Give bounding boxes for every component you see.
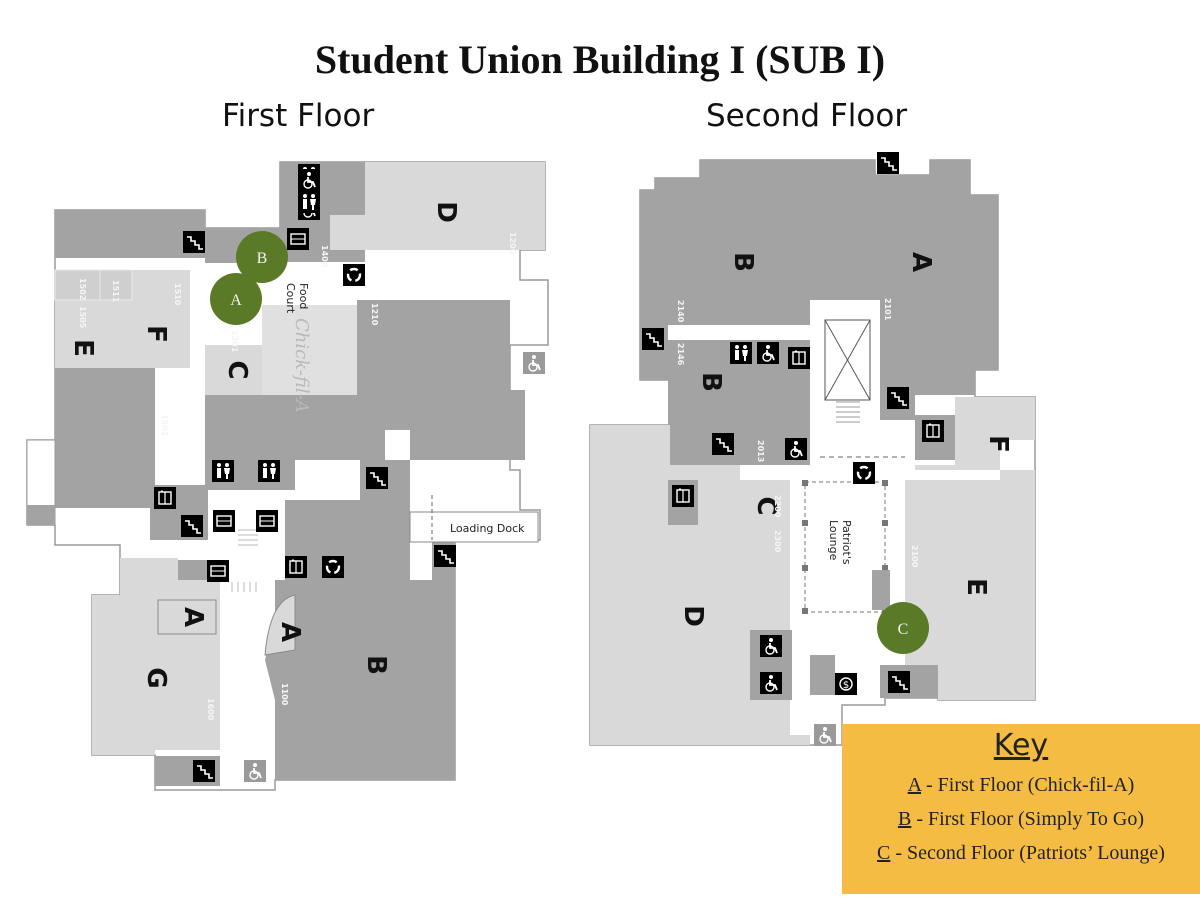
key-entry-a: A - First Floor (Chick-fil-A) <box>907 774 1135 796</box>
room-label-D: D <box>678 605 708 627</box>
room-number: 1100 <box>280 683 289 706</box>
recycling-icon <box>851 460 877 486</box>
marker-a: A <box>210 273 262 325</box>
stairs-icon <box>180 514 204 538</box>
recycling-icon <box>341 262 367 288</box>
accessible-icon <box>784 437 808 461</box>
key-title: Key <box>993 728 1049 763</box>
stairs-icon <box>182 230 206 254</box>
elevator-icon <box>284 555 308 579</box>
key-entry-c: C - Second Floor (Patriots’ Lounge) <box>877 842 1165 864</box>
room-number: 1201 <box>230 330 239 353</box>
loading-dock-label: Loading Dock <box>450 522 525 535</box>
accessible-icon <box>756 341 780 365</box>
room-number: 2140 <box>676 300 685 323</box>
room-label-F: F <box>141 325 171 343</box>
elevator-icon <box>671 484 695 508</box>
room-label-A-left: A <box>178 607 208 627</box>
first-floor-label: First Floor <box>222 98 375 134</box>
accessible-icon <box>759 634 783 658</box>
room-number: 1501 <box>160 414 169 437</box>
elevator-icon <box>921 419 945 443</box>
room-number: 1510 <box>173 283 182 306</box>
room-label-E: E <box>961 578 991 596</box>
page-title: Student Union Building I (SUB I) <box>314 37 886 82</box>
room-number: 1600 <box>206 698 215 721</box>
room-label-A: A <box>906 252 936 272</box>
atm-icon <box>834 672 858 696</box>
chick-fil-a-logo: Chick-fil-A <box>291 318 312 413</box>
room-label-D: D <box>431 201 461 223</box>
room-number: 1511 <box>111 280 120 303</box>
vending-icon <box>255 509 279 533</box>
restroom-icon <box>258 460 280 482</box>
lounge-label-1: Patriot's <box>840 520 853 565</box>
room-label-B-top: B <box>728 252 758 272</box>
elevator-icon <box>153 486 177 510</box>
lounge-label-2: Lounge <box>827 520 840 561</box>
recycling-icon <box>320 554 346 580</box>
room-number: 1200 <box>508 232 517 255</box>
stairs-icon <box>711 432 735 456</box>
svg-text:C: C <box>898 621 909 638</box>
vending-icon <box>212 509 236 533</box>
accessible-icon <box>759 671 783 695</box>
vending-icon <box>286 227 310 251</box>
room-label-B: B <box>361 655 391 675</box>
food-court-label-2: Court <box>284 283 297 314</box>
accessible-icon <box>813 723 837 747</box>
stairs-icon <box>365 466 389 490</box>
stairs-icon <box>876 151 900 175</box>
room-number: 1505 <box>78 306 87 329</box>
room-number: 2100 <box>910 545 919 568</box>
marker-b: B <box>236 231 288 283</box>
accessible-icon <box>243 759 267 783</box>
svg-text:A: A <box>230 292 242 309</box>
room-number: 1502 <box>78 278 87 300</box>
room-number: 2146 <box>676 343 685 366</box>
room-number: 2101 <box>883 298 892 321</box>
key-entry-b: B - First Floor (Simply To Go) <box>897 808 1145 830</box>
first-floor-plan: D E F C A A G B 1400 1200 1510 1511 1502… <box>26 161 549 791</box>
second-floor-plan: B A B F C D E 2140 2101 2146 2013 2200 2… <box>589 151 1036 747</box>
room-label-C: C <box>222 360 252 379</box>
stairs-icon <box>192 759 216 783</box>
room-number: 1400 <box>320 245 329 268</box>
stairs-icon <box>641 327 665 351</box>
restroom-icon <box>730 342 752 364</box>
map-key: Key A - First Floor (Chick-fil-A) B - Fi… <box>842 724 1200 894</box>
marker-c: C <box>877 602 929 654</box>
second-floor-label: Second Floor <box>706 98 908 134</box>
room-number: 2013 <box>756 440 765 462</box>
room-label-G: G <box>141 667 171 688</box>
room-label-B-mid: B <box>696 372 726 392</box>
vending-icon <box>206 559 230 583</box>
svg-text:B: B <box>257 250 268 267</box>
room-number: 1210 <box>370 303 379 326</box>
stairs-icon <box>433 544 457 568</box>
room-label-C: C <box>751 496 781 515</box>
elevator-icon <box>787 346 811 370</box>
room-label-F: F <box>983 435 1013 453</box>
stairs-icon <box>886 386 910 410</box>
room-number: 2300 <box>773 530 782 553</box>
restroom-icon <box>298 191 320 213</box>
stairs-icon <box>887 670 911 694</box>
accessible-icon <box>297 168 321 192</box>
food-court-label-1: Food <box>297 283 310 309</box>
restroom-icon <box>212 460 234 482</box>
accessible-icon <box>522 351 546 375</box>
room-label-A-right: A <box>275 622 305 642</box>
room-number: 2200 <box>773 495 782 518</box>
room-label-E: E <box>68 339 98 357</box>
